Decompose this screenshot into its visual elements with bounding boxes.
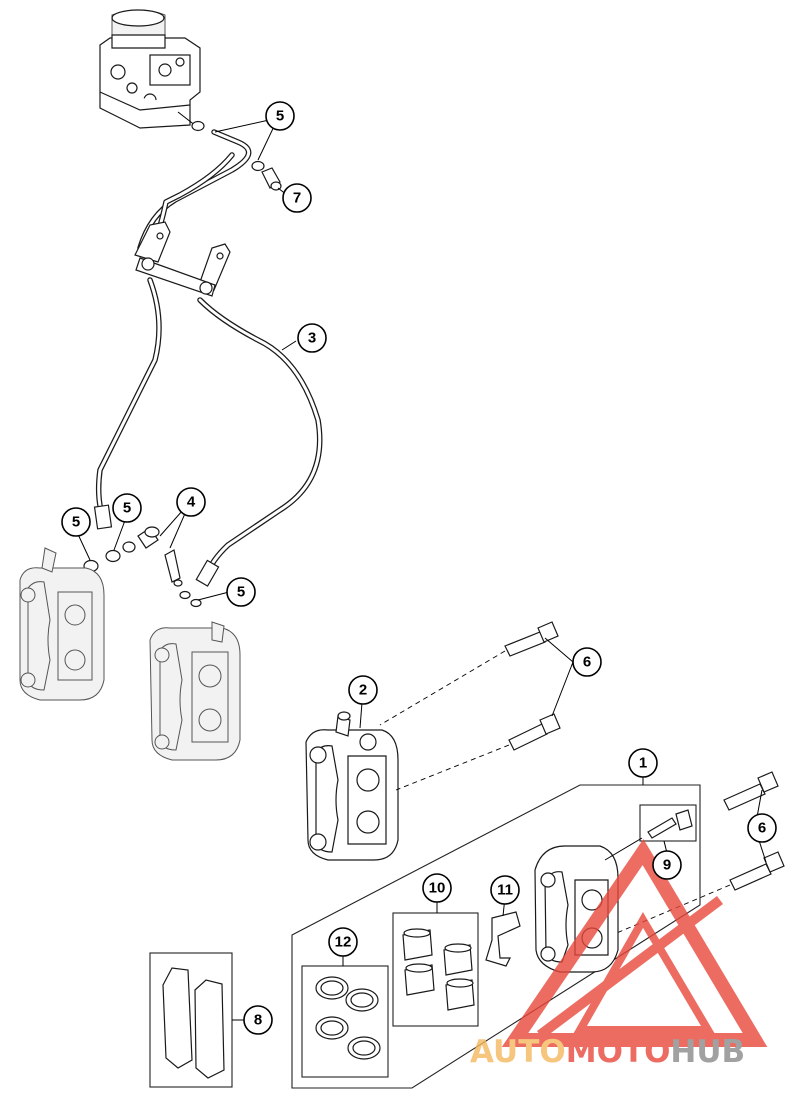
callout-9: 9: [652, 850, 682, 880]
caliper-kit-frame: [291, 777, 701, 1089]
abs-modulator-unit: [99, 9, 201, 129]
callout-5-right-label: 5: [237, 584, 245, 601]
callout-6-right: 6: [747, 813, 777, 843]
brake-caliper-housing: [305, 711, 399, 861]
callout-10-label: 10: [429, 880, 446, 897]
callout-3: 3: [297, 323, 327, 353]
caliper-mounting-bolts: [379, 621, 785, 936]
hose-splitter-bracket: [134, 221, 231, 297]
watermark-part-moto: MOTO: [566, 1034, 671, 1070]
callout-leaders: [75, 117, 767, 966]
callout-10: 10: [422, 873, 452, 903]
callout-11-label: 11: [497, 882, 513, 899]
callout-4-label: 4: [187, 494, 196, 511]
sealing-washers-and-bolts: [83, 120, 282, 608]
callout-1: 1: [628, 748, 658, 778]
callout-5-abs: 5: [265, 101, 295, 131]
automotohub-watermark: AUTOMOTOHUB: [470, 838, 768, 1070]
callout-7: 7: [282, 183, 312, 213]
front-brake-caliper-left: [19, 547, 105, 701]
callout-6-top: 6: [572, 647, 602, 677]
callout-5-right: 5: [226, 577, 256, 607]
bleeder-valve-kit: [604, 804, 697, 861]
watermark-part-auto: AUTO: [470, 1034, 566, 1070]
caliper-kit-housing: [534, 845, 619, 973]
pad-retaining-spring: [485, 911, 521, 967]
callout-1-label: 1: [639, 755, 647, 772]
callout-6-top-label: 6: [583, 654, 591, 671]
callout-4: 4: [176, 487, 206, 517]
watermark-part-hub: HUB: [670, 1034, 745, 1070]
piston-seal-kit: [301, 965, 389, 1078]
front-brake-caliper-right: [149, 621, 241, 761]
callout-6-right-label: 6: [758, 820, 766, 837]
callout-5-abs-label: 5: [276, 108, 284, 125]
brake-pads: [149, 952, 245, 1088]
brake-pistons: [392, 912, 479, 1027]
callout-8: 8: [243, 1005, 273, 1035]
callout-2: 2: [348, 675, 378, 705]
callout-5-mid-label: 5: [123, 500, 131, 517]
callout-3-label: 3: [308, 330, 316, 347]
callout-5-mid: 5: [112, 493, 142, 523]
callout-11: 11: [490, 875, 520, 905]
callout-5-left-label: 5: [72, 514, 80, 531]
watermark-text: AUTOMOTOHUB: [470, 1034, 745, 1070]
callout-7-label: 7: [293, 190, 301, 207]
callout-12-label: 12: [335, 934, 352, 951]
callout-8-label: 8: [254, 1012, 262, 1029]
callout-12: 12: [328, 927, 358, 957]
callout-9-label: 9: [663, 857, 671, 874]
callout-2-label: 2: [359, 682, 367, 699]
callout-5-left: 5: [61, 507, 91, 537]
